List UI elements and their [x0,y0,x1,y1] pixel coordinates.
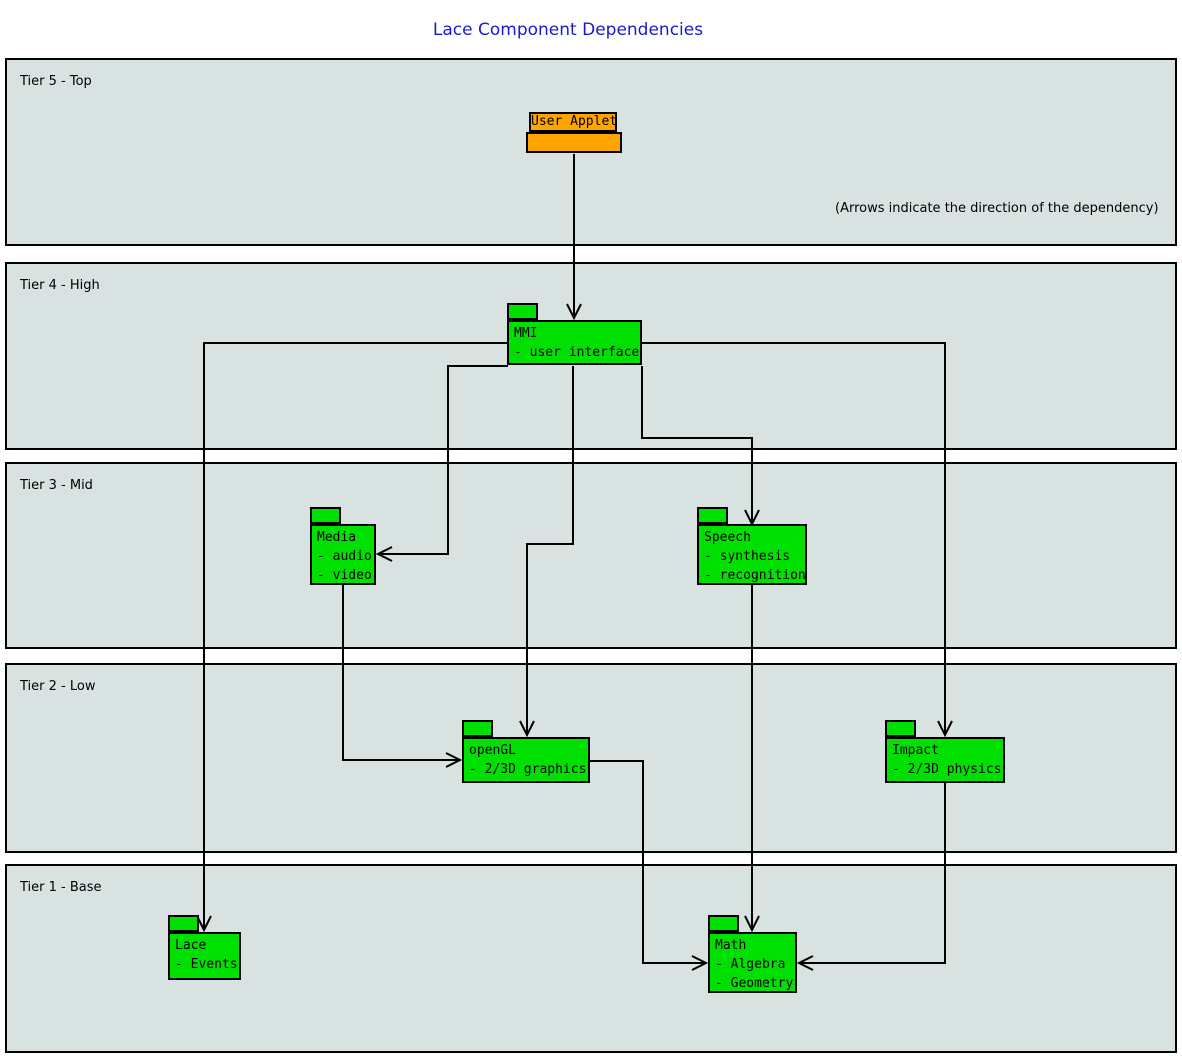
tier-label-tier-5: Tier 5 - Top [20,74,92,89]
component-math-line-1: - Algebra [715,957,786,972]
component-opengl-tab [462,720,493,737]
component-math: Math - Algebra - Geometry [708,932,797,993]
component-media-name: Media [317,530,357,545]
component-lace-line-1: - Events [175,957,238,972]
tier-band-tier-3: Tier 3 - Mid [5,462,1177,649]
component-impact: Impact - 2/3D physics [885,737,1005,783]
component-media-tab [310,507,341,524]
component-opengl-name: openGL [469,743,516,758]
component-lace-tab [168,915,199,932]
component-impact-line-1: - 2/3D physics [892,762,1002,777]
component-speech-name: Speech [704,530,751,545]
component-user-applet-base [526,132,622,153]
component-opengl: openGL - 2/3D graphics [462,737,590,783]
component-mmi-tab [507,303,538,320]
component-speech-line-2: - recognition [704,568,806,583]
component-mmi-name: MMI [514,326,538,341]
tier-label-tier-4: Tier 4 - High [20,278,100,293]
component-impact-tab [885,720,916,737]
dependency-direction-note: (Arrows indicate the direction of the de… [835,201,1159,216]
diagram-title: Lace Component Dependencies [432,20,704,40]
component-speech-tab [697,507,728,524]
tier-band-tier-4: Tier 4 - High [5,262,1177,450]
component-media: Media - audio - video [310,524,376,585]
component-lace-name: Lace [175,938,207,953]
component-math-tab [708,915,739,932]
component-mmi: MMI - user interface [507,320,642,365]
tier-label-tier-1: Tier 1 - Base [20,880,102,895]
tier-label-tier-2: Tier 2 - Low [20,679,96,694]
component-lace: Lace - Events [168,932,241,980]
component-math-line-2: - Geometry [715,976,794,991]
component-mmi-line-1: - user interface [514,345,640,360]
tier-label-tier-3: Tier 3 - Mid [20,478,93,493]
component-opengl-line-1: - 2/3D graphics [469,762,587,777]
component-math-name: Math [715,938,747,953]
component-media-line-2: - video [317,568,372,583]
component-user-applet-label: User Applet [529,112,617,132]
component-speech: Speech - synthesis - recognition [697,524,807,585]
component-speech-line-1: - synthesis [704,549,791,564]
component-impact-name: Impact [892,743,939,758]
component-media-line-1: - audio [317,549,372,564]
